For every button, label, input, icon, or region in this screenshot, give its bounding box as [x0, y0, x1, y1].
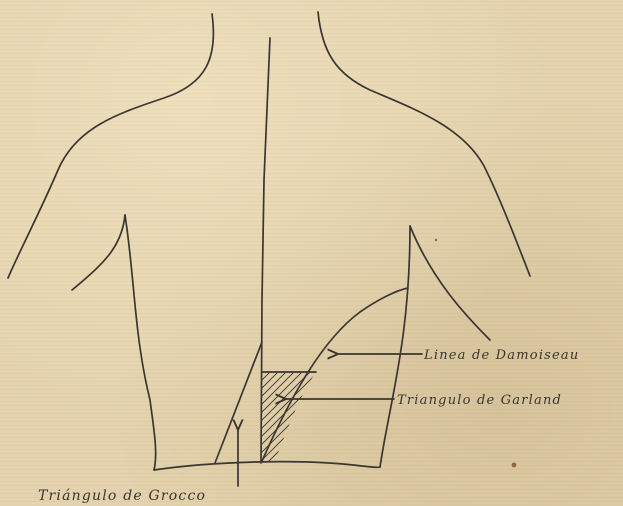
- ink-spot: [512, 463, 517, 468]
- damoiseau-label: Linea de Damoiseau: [423, 348, 579, 363]
- garland-label: Triangulo de Garland: [397, 393, 562, 408]
- right-shoulder-outline: [318, 12, 530, 276]
- left-arm-edge: [72, 215, 125, 290]
- spinal-midline: [261, 38, 270, 463]
- ink-spot-small: [435, 239, 437, 241]
- left-shoulder-outline: [8, 14, 213, 278]
- left-flank-outline: [125, 215, 156, 470]
- waist-outline: [154, 462, 380, 470]
- right-arm-edge: [410, 226, 490, 340]
- right-flank-outline: [380, 226, 410, 467]
- grocco-label: Triángulo de Grocco: [38, 488, 206, 504]
